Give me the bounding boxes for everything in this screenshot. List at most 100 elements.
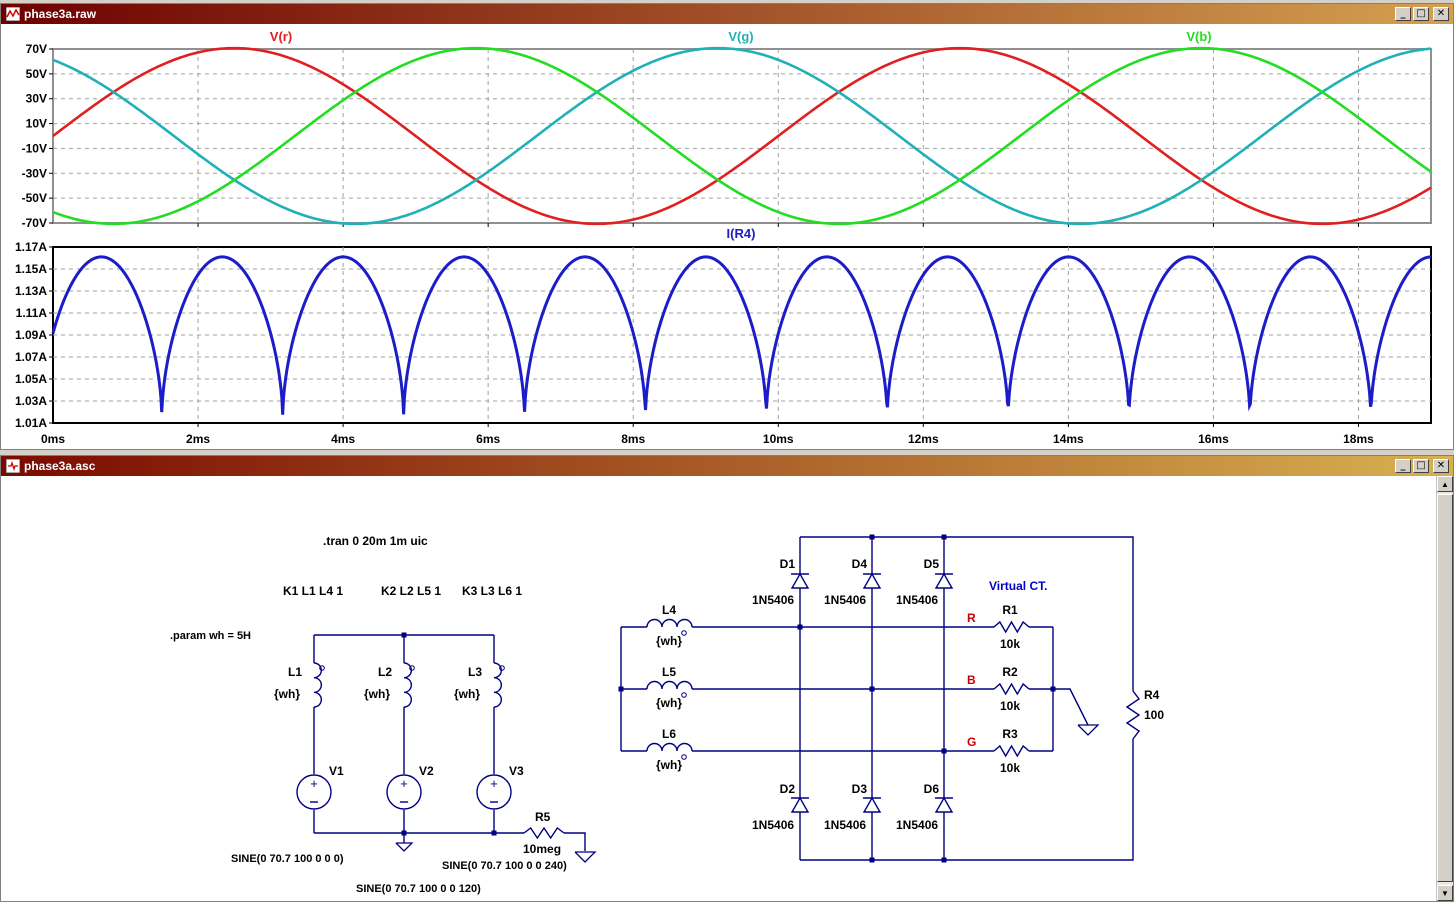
virtual-ct-label: Virtual CT. (989, 579, 1047, 593)
negative-rail (800, 739, 1134, 861)
diode-d5 (934, 572, 954, 589)
schematic-window: phase3a.asc _ □ ✕ .tran 0 20m 1m uic .par… (0, 455, 1454, 902)
y-tick-label: -30V (22, 166, 47, 180)
waveform-close-button[interactable]: ✕ (1433, 7, 1449, 21)
scroll-down-button[interactable]: ▼ (1437, 885, 1453, 901)
waveform-maximize-button[interactable]: □ (1413, 7, 1429, 21)
diode-model-d1: 1N5406 (752, 593, 794, 607)
coupling-directive-3: K3 L3 L6 1 (462, 584, 522, 598)
schematic-titlebar[interactable]: phase3a.asc _ □ ✕ (1, 456, 1453, 476)
diode-model-d3: 1N5406 (824, 818, 866, 832)
x-tick-label: 0ms (41, 432, 65, 446)
y-tick-label: 1.01A (15, 416, 47, 430)
voltage-source-3: + (476, 774, 512, 810)
net-label-r: R (967, 611, 976, 625)
diode-ref-d5: D5 (924, 557, 940, 571)
y-tick-label: 1.07A (15, 350, 47, 364)
polarity-dot (681, 754, 687, 760)
waveform-titlebar[interactable]: phase3a.raw _ □ ✕ (1, 4, 1453, 24)
source-circle (476, 774, 512, 810)
ground-arrow (395, 842, 414, 852)
param-directive: .param wh = 5H (170, 630, 251, 642)
source-ref-v2: V2 (419, 764, 434, 778)
net-label-g: G (967, 735, 976, 749)
scroll-thumb[interactable] (1437, 494, 1453, 882)
waveform-minimize-button[interactable]: _ (1395, 7, 1411, 21)
polarity-dot (409, 665, 415, 671)
r5-wire (564, 832, 586, 851)
polarity-dot (319, 665, 325, 671)
y-tick-label: 1.15A (15, 262, 47, 276)
trace-vb (52, 46, 1432, 226)
diode-d6 (934, 796, 954, 813)
schematic-minimize-button[interactable]: _ (1395, 459, 1411, 473)
ground-triangle (574, 851, 597, 863)
y-tick-label: -50V (22, 191, 47, 205)
resistor-ref-r4: R4 (1144, 688, 1160, 702)
polarity-dot (499, 665, 505, 671)
inductor-ref-l3: L3 (468, 665, 482, 679)
r5-ref: R5 (535, 810, 551, 824)
resistor-value-r1: 10k (1000, 637, 1020, 651)
y-tick-label: 30V (26, 92, 47, 106)
diode-triangle (862, 796, 882, 813)
waveform-plot-area[interactable]: 70V50V30V10V-10V-30V-50V-70VV(r)V(g)V(b)… (1, 24, 1453, 449)
positive-rail (800, 536, 1134, 691)
diode-d1 (790, 572, 810, 589)
tran-directive: .tran 0 20m 1m uic (323, 534, 428, 548)
resistor-r2 (993, 682, 1030, 696)
diode-ref-d3: D3 (852, 782, 868, 796)
r5-ground (574, 851, 597, 863)
y-tick-label: 1.17A (15, 240, 47, 254)
source-ref-v1: V1 (329, 764, 344, 778)
schematic-maximize-button[interactable]: □ (1413, 459, 1429, 473)
polarity-dot (681, 692, 687, 698)
resistor-r5 (523, 826, 565, 840)
plus-sign: + (400, 776, 408, 791)
x-tick-label: 10ms (763, 432, 794, 446)
x-tick-label: 14ms (1053, 432, 1084, 446)
schematic-vertical-scrollbar[interactable]: ▲ ▼ (1436, 476, 1453, 901)
waveform-window-title: phase3a.raw (24, 7, 97, 21)
inductor-ref-l1: L1 (288, 665, 302, 679)
diode-ref-d4: D4 (852, 557, 868, 571)
junction-dot (491, 830, 497, 836)
y-tick-label: 1.03A (15, 394, 47, 408)
legend-vg: V(g) (728, 29, 753, 44)
y-tick-label: 1.05A (15, 372, 47, 386)
legend-vb: V(b) (1186, 29, 1211, 44)
voltage-source-1: + (296, 774, 332, 810)
net-label-b: B (967, 673, 976, 687)
inductor-value-l3: {wh} (454, 687, 480, 701)
scroll-up-button[interactable]: ▲ (1437, 476, 1453, 492)
diode-triangle (934, 796, 954, 813)
schematic-close-button[interactable]: ✕ (1433, 459, 1449, 473)
x-tick-label: 12ms (908, 432, 939, 446)
resistor-r4 (1125, 690, 1141, 740)
resistor-ref-r1: R1 (1002, 603, 1018, 617)
waveform-app-icon (5, 6, 21, 22)
diode-model-d5: 1N5406 (896, 593, 938, 607)
diode-ref-d2: D2 (780, 782, 796, 796)
secondary-inductor-6 (646, 742, 693, 752)
resistor-value-r4: 100 (1144, 708, 1164, 722)
secondary-inductor-5 (646, 680, 693, 690)
resistor-r3 (993, 744, 1030, 758)
source-ref-v3: V3 (509, 764, 524, 778)
ground-triangle (1077, 724, 1100, 736)
resistor-value-r2: 10k (1000, 699, 1020, 713)
diode-triangle (790, 796, 810, 813)
inductor-value-l1: {wh} (274, 687, 300, 701)
x-tick-label: 8ms (621, 432, 645, 446)
voltage-source-2: + (386, 774, 422, 810)
x-tick-label: 2ms (186, 432, 210, 446)
inductor-value-l6: {wh} (656, 758, 682, 772)
inductor-ref-l2: L2 (378, 665, 392, 679)
v1-value: SINE(0 70.7 100 0 0 0) (231, 853, 344, 865)
schematic-window-title: phase3a.asc (24, 459, 96, 473)
x-tick-label: 16ms (1198, 432, 1229, 446)
diode-model-d6: 1N5406 (896, 818, 938, 832)
inductor-value-l5: {wh} (656, 696, 682, 710)
